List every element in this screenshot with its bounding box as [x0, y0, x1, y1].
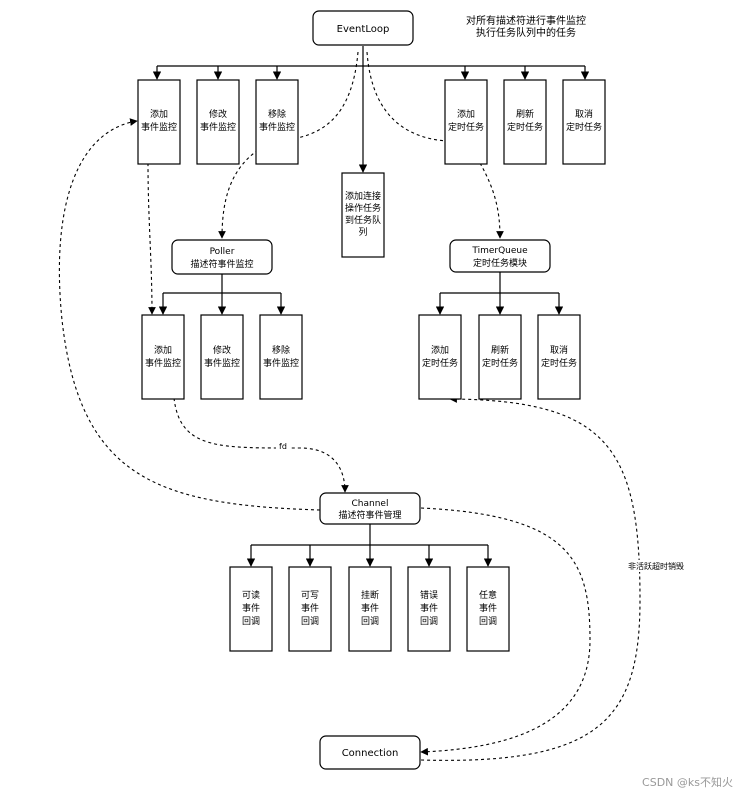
svg-text:列: 列 [358, 226, 367, 238]
svg-text:添加连接: 添加连接 [345, 190, 381, 202]
svg-text:事件监控: 事件监控 [263, 357, 299, 369]
el-add-event-node: 添加 事件监控 [137, 79, 181, 165]
solid-connectors [152, 46, 590, 567]
timerqueue-subtitle: 定时任务模块 [473, 257, 527, 269]
svg-text:取消: 取消 [550, 344, 568, 356]
svg-text:事件: 事件 [361, 602, 379, 614]
poller-node: Poller 描述符事件监控 [171, 239, 273, 275]
p-add-node: 添加 事件监控 [141, 314, 185, 400]
svg-text:事件监控: 事件监控 [204, 357, 240, 369]
svg-text:修改: 修改 [209, 108, 227, 120]
svg-text:事件: 事件 [242, 602, 260, 614]
svg-text:回调: 回调 [301, 616, 319, 627]
svg-text:定时任务: 定时任务 [541, 357, 577, 369]
dashed-el-to-remove [286, 51, 359, 141]
fd-label-bg [276, 440, 290, 451]
tq-refresh-node: 刷新 定时任务 [478, 314, 522, 400]
el-add-timer-node: 添加 定时任务 [444, 79, 488, 165]
svg-text:挂断: 挂断 [361, 589, 379, 601]
dashed-add-timer-to-timerqueue [479, 162, 504, 239]
dashed-channel-to-connection [420, 507, 591, 756]
svg-text:到任务队: 到任务队 [345, 214, 381, 226]
svg-text:事件监控: 事件监控 [145, 357, 181, 369]
eventloop-node: EventLoop [312, 10, 414, 46]
dashed-connectors [58, 51, 641, 761]
dashed-el-add-to-p-add [147, 162, 156, 315]
timeout-label-bg [624, 560, 688, 572]
svg-text:移除: 移除 [272, 344, 290, 356]
p-del-node: 移除 事件监控 [259, 314, 303, 400]
dashed-connection-to-tq-add [420, 395, 641, 761]
svg-text:事件: 事件 [301, 602, 319, 614]
timerqueue-title: TimerQueue [471, 246, 528, 256]
svg-text:定时任务: 定时任务 [482, 357, 518, 369]
svg-text:定时任务: 定时任务 [448, 121, 484, 133]
svg-text:添加: 添加 [431, 345, 449, 356]
dashed-el-to-add-timer [366, 51, 447, 142]
timerqueue-node: TimerQueue 定时任务模块 [449, 239, 551, 273]
svg-text:可写: 可写 [301, 590, 319, 601]
svg-text:事件: 事件 [479, 602, 497, 614]
svg-text:回调: 回调 [420, 616, 438, 627]
channel-subtitle: 描述符事件管理 [338, 509, 401, 521]
el-mod-event-node: 修改 事件监控 [196, 79, 240, 165]
svg-text:操作任务: 操作任务 [345, 202, 381, 214]
svg-text:定时任务: 定时任务 [507, 121, 543, 133]
channel-node: Channel 描述符事件管理 [319, 492, 421, 525]
svg-text:刷新: 刷新 [516, 108, 534, 120]
svg-text:可读: 可读 [242, 589, 260, 601]
channel-title: Channel [352, 499, 389, 509]
svg-text:添加: 添加 [154, 345, 172, 356]
cb-error-node: 错误 事件 回调 [407, 566, 451, 652]
svg-text:刷新: 刷新 [491, 344, 509, 356]
inactive-timeout-label: 非活跃超时销毁 [628, 561, 684, 571]
el-cancel-timer-node: 取消 定时任务 [562, 79, 606, 165]
note-line-2: 执行任务队列中的任务 [476, 26, 576, 39]
el-refresh-timer-node: 刷新 定时任务 [503, 79, 547, 165]
svg-text:事件监控: 事件监控 [141, 121, 177, 133]
p-mod-node: 修改 事件监控 [200, 314, 244, 400]
svg-text:任意: 任意 [479, 589, 497, 601]
dashed-channel-to-el-add [58, 118, 321, 511]
dashed-p-add-to-channel [173, 397, 349, 493]
tq-cancel-node: 取消 定时任务 [537, 314, 581, 400]
svg-text:事件监控: 事件监控 [259, 121, 295, 133]
connection-node: Connection [319, 735, 421, 770]
svg-text:回调: 回调 [479, 616, 497, 627]
note-line-1: 对所有描述符进行事件监控 [466, 14, 586, 27]
connection-label: Connection [342, 748, 399, 759]
svg-text:回调: 回调 [361, 616, 379, 627]
cb-write-node: 可写 事件 回调 [288, 566, 332, 652]
svg-text:事件监控: 事件监控 [200, 121, 236, 133]
svg-text:定时任务: 定时任务 [566, 121, 602, 133]
svg-text:定时任务: 定时任务 [422, 357, 458, 369]
el-del-event-node: 移除 事件监控 [255, 79, 299, 165]
svg-text:取消: 取消 [575, 108, 593, 120]
eventloop-label: EventLoop [337, 24, 390, 35]
tq-add-node: 添加 定时任务 [418, 314, 462, 400]
poller-subtitle: 描述符事件监控 [190, 258, 253, 270]
svg-text:修改: 修改 [213, 344, 231, 356]
el-add-task-node: 添加连接 操作任务 到任务队 列 [341, 172, 385, 258]
svg-text:添加: 添加 [150, 109, 168, 120]
cb-read-node: 可读 事件 回调 [229, 566, 273, 652]
svg-text:回调: 回调 [242, 616, 260, 627]
watermark: CSDN @ks不知火 [642, 775, 733, 789]
cb-any-node: 任意 事件 回调 [466, 566, 510, 652]
svg-text:事件: 事件 [420, 602, 438, 614]
svg-text:移除: 移除 [268, 108, 286, 120]
svg-text:错误: 错误 [420, 589, 438, 601]
cb-hangup-node: 挂断 事件 回调 [348, 566, 392, 652]
svg-text:添加: 添加 [457, 109, 475, 120]
fd-label: fd [279, 442, 287, 451]
poller-title: Poller [210, 247, 235, 257]
